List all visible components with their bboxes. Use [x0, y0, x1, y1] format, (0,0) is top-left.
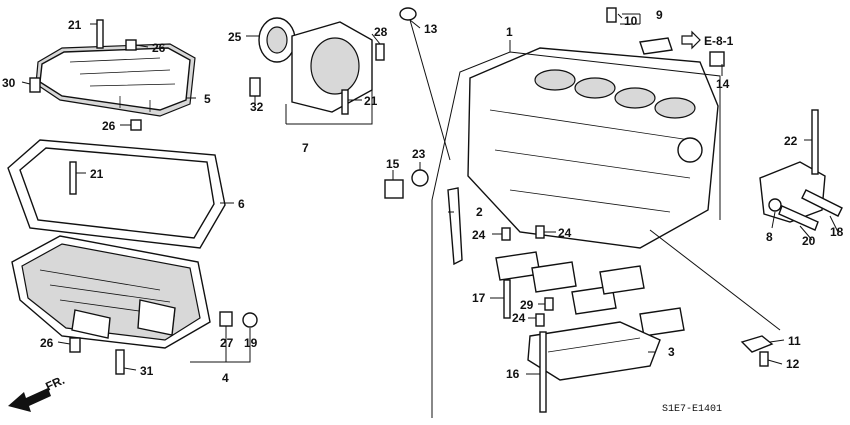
dowel-24-c [535, 313, 545, 327]
bolt-12 [759, 351, 769, 367]
diagram-code: S1E7-E1401 [662, 404, 722, 415]
plug-15 [384, 179, 404, 199]
callout-20: 20 [802, 234, 816, 248]
callout-11: 11 [788, 334, 801, 348]
callout-24-b: 24 [558, 226, 572, 240]
bolt-28 [375, 43, 385, 61]
dipstick-13 [399, 7, 451, 161]
leader-lines [21, 13, 839, 418]
bearing-caps [495, 251, 685, 337]
bolt-16 [539, 331, 547, 413]
bolt-29 [544, 297, 554, 311]
bolt-26-top [125, 39, 137, 51]
knock-sensor-14 [639, 37, 673, 55]
front-arrow-icon [8, 388, 51, 412]
callout-22: 22 [784, 134, 798, 148]
front-label: FR. [43, 373, 66, 394]
callout-10: 10 [624, 14, 638, 28]
callout-21-housing: 21 [364, 94, 378, 108]
callout-13: 13 [424, 22, 438, 36]
callout-18: 18 [830, 225, 844, 239]
clamp-11 [740, 335, 774, 353]
bolt-20 [778, 205, 819, 231]
callout-29: 29 [520, 298, 534, 312]
cylinder-block [467, 47, 719, 249]
dowel-24-a [501, 227, 511, 241]
oil-pan-gasket [7, 139, 226, 249]
dowel-24-b [535, 225, 545, 239]
callout-30: 30 [2, 76, 16, 90]
callout-12: 12 [786, 357, 800, 371]
callout-7: 7 [302, 141, 309, 155]
bolt-26-mid [130, 119, 142, 131]
oil-pan [11, 235, 211, 349]
callout-24-c: 24 [512, 311, 526, 325]
bolt-30 [29, 77, 41, 93]
callout-26-top: 26 [152, 41, 166, 55]
washer-19 [242, 312, 258, 328]
callout-26-mid: 26 [102, 119, 116, 133]
callout-17: 17 [472, 291, 486, 305]
bearing-bridge [527, 321, 661, 381]
callout-8: 8 [766, 230, 773, 244]
callout-16: 16 [506, 367, 520, 381]
callout-4: 4 [222, 371, 229, 385]
callout-14: 14 [716, 77, 730, 91]
seal-housing [291, 21, 373, 113]
stud-22 [811, 109, 819, 175]
reference-label: E-8-1 [704, 34, 734, 48]
bolt-32 [249, 77, 261, 97]
oil-seal-25 [258, 17, 296, 63]
bolt-31 [115, 349, 125, 375]
callout-3: 3 [668, 345, 675, 359]
dipstick-tube-2 [447, 187, 463, 266]
bolt-26-pan [69, 337, 81, 353]
callout-31: 31 [140, 364, 154, 378]
callout-24-a: 24 [472, 228, 486, 242]
callout-2: 2 [476, 205, 483, 219]
stud-21-gasket [69, 161, 77, 195]
callout-27: 27 [220, 336, 234, 350]
mount-bracket [759, 161, 826, 223]
callout-21-top: 21 [68, 18, 82, 32]
stud-21-top [96, 19, 104, 49]
drain-plug-27 [219, 311, 233, 327]
callouts: 21 26 30 5 26 21 6 26 27 19 31 4 25 28 3… [2, 8, 844, 385]
callout-25: 25 [228, 30, 242, 44]
callout-21-gasket: 21 [90, 167, 104, 181]
callout-28: 28 [374, 25, 388, 39]
sensor-14 [709, 51, 725, 67]
bolt-18 [801, 189, 843, 217]
callout-26-pan: 26 [40, 336, 54, 350]
callout-5: 5 [204, 92, 211, 106]
callout-1: 1 [506, 25, 513, 39]
callout-32: 32 [250, 100, 264, 114]
stud-21-housing [341, 89, 349, 115]
callout-23: 23 [412, 147, 426, 161]
bolt-17 [503, 279, 511, 319]
bolt-9-10 [606, 7, 617, 23]
baffle-plate [35, 43, 196, 117]
callout-19: 19 [244, 336, 258, 350]
hollow-arrow-icon [681, 30, 701, 50]
callout-6: 6 [238, 197, 245, 211]
callout-9: 9 [656, 8, 663, 22]
reference-arrow: E-8-1 [681, 30, 734, 50]
callout-15: 15 [386, 157, 400, 171]
washer-23 [411, 169, 429, 187]
